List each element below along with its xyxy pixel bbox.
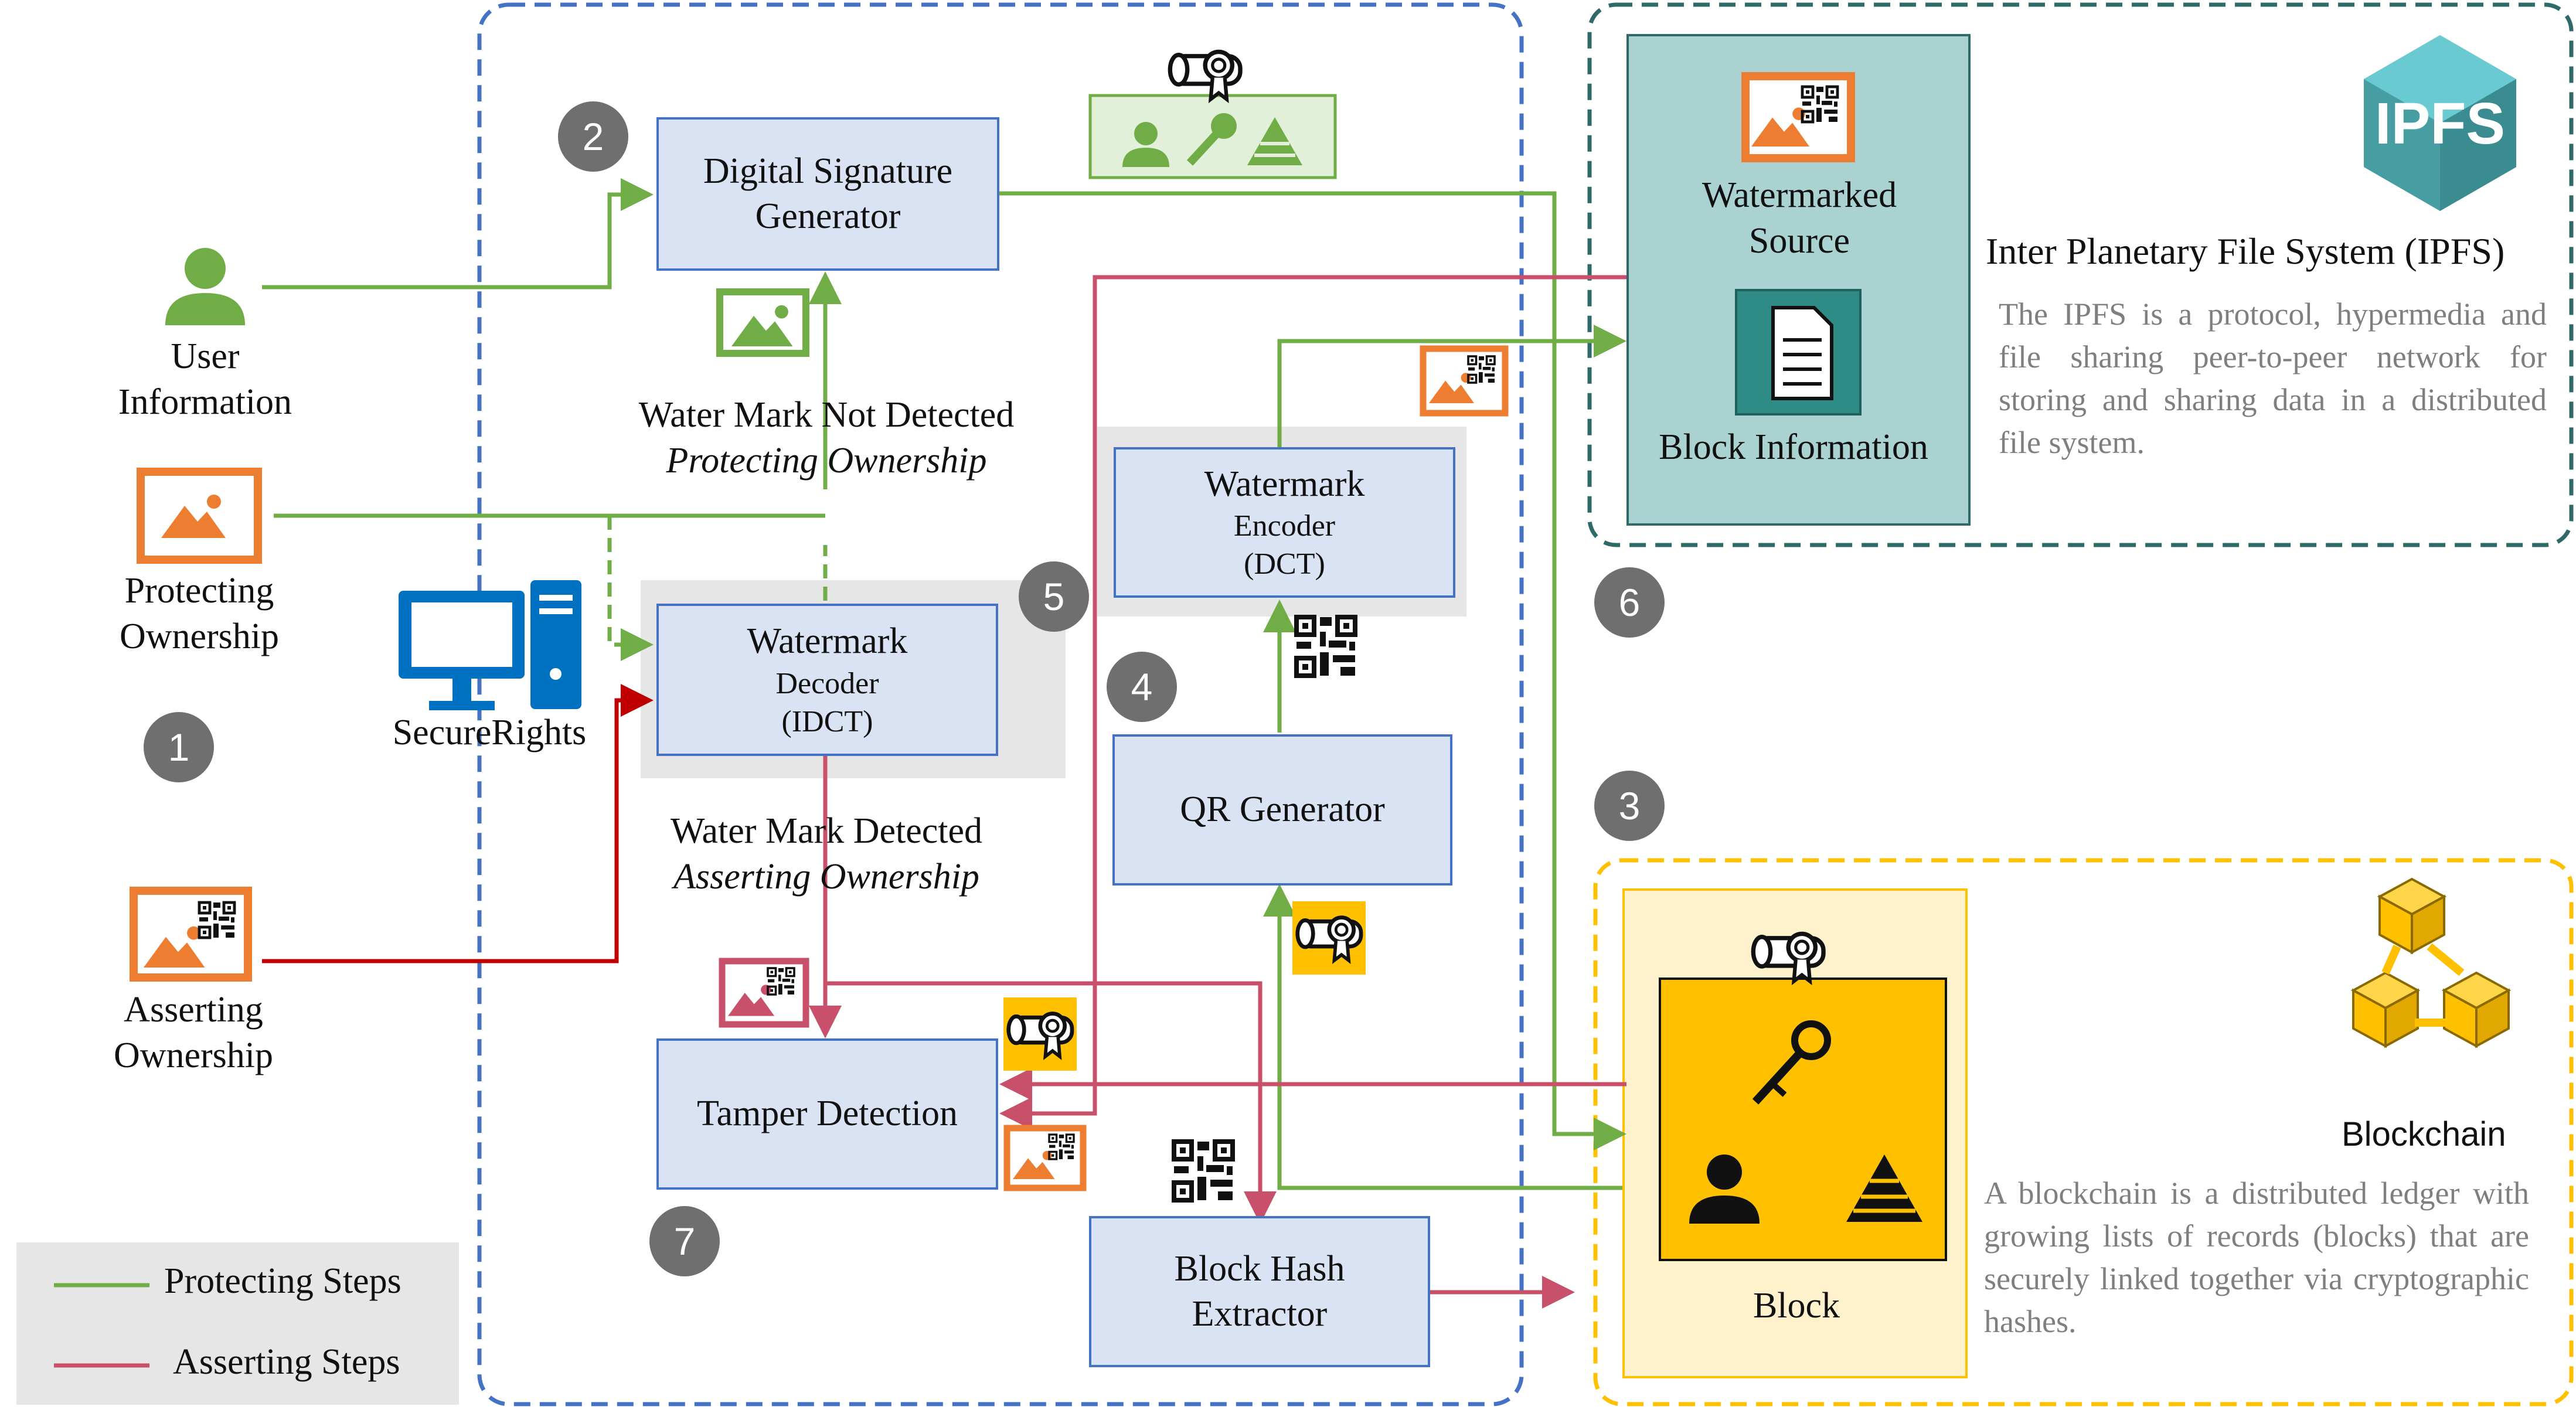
flow-user-to-signature <box>262 178 654 290</box>
step-7-badge: 7 <box>649 1206 720 1276</box>
green-image-icon <box>716 288 809 357</box>
flow-asserting-input <box>262 684 654 963</box>
step-3-badge: 3 <box>1594 771 1665 841</box>
qr-code-icon <box>1296 617 1355 676</box>
flow-to-hash-extractor <box>825 981 1277 1224</box>
key-icon <box>1752 1020 1831 1105</box>
flow-encoder-to-ipfs <box>1277 325 1626 447</box>
user-icon-block <box>1689 1154 1760 1224</box>
step-1-badge: 1 <box>144 712 214 782</box>
user-icon <box>165 248 245 325</box>
qr-generator-label: QR Generator <box>1180 789 1385 830</box>
blockchain-cubes-icon <box>2350 877 2512 1048</box>
watermark-encoder[interactable]: Watermark Encoder (DCT) <box>1114 447 1455 598</box>
tamper-detection[interactable]: Tamper Detection <box>656 1038 998 1190</box>
decoder-title: Watermark <box>747 621 908 662</box>
ipfs-logo-icon: IPFS <box>2364 35 2516 211</box>
encoder-sub: Encoder <box>1233 509 1336 543</box>
watermarked-image-icon <box>130 887 252 982</box>
digital-signature-generator[interactable]: Digital Signature Generator <box>656 117 999 271</box>
decoder-sub: Decoder <box>775 666 879 700</box>
block-label: Block <box>1753 1286 1840 1326</box>
tamper-image-icon <box>1003 1125 1087 1191</box>
flow-signature-to-block <box>999 191 1626 1150</box>
securerights-label: SecureRights <box>392 713 587 752</box>
legend-protecting-label: Protecting Steps <box>164 1261 401 1301</box>
step-5-badge: 5 <box>1019 561 1089 632</box>
decoder-note: (IDCT) <box>781 704 873 738</box>
ipfs-boundary <box>1587 2 2574 547</box>
qr-code-icon-extractor <box>1174 1142 1233 1200</box>
blockchain-title: Blockchain <box>2342 1115 2506 1153</box>
detected-label: Water Mark Detected <box>670 811 983 851</box>
ipfs-description: The IPFS is a protocol, hypermedia and f… <box>1999 297 2547 460</box>
encoder-title: Watermark <box>1204 464 1365 504</box>
ipfs-logo-text: IPFS <box>2375 91 2505 156</box>
detected-image-icon <box>719 958 809 1028</box>
signature-bundle-icon <box>1088 52 1337 179</box>
encoder-output-image-icon <box>1420 345 1509 417</box>
pyramid-icon <box>1846 1154 1922 1222</box>
block-information-label: Block Information <box>1659 427 1928 467</box>
image-icon <box>137 468 262 564</box>
computer-icon <box>399 580 581 710</box>
ipfs-title: Inter Planetary File System (IPFS) <box>1986 230 2505 272</box>
gold-certificate-icon <box>1292 901 1366 975</box>
user-information-label: User Information <box>118 336 292 422</box>
step-2-badge: 2 <box>558 101 628 172</box>
asserting-ownership-label: Asserting Ownership <box>113 990 274 1075</box>
tamper-certificate-icon <box>1003 997 1077 1071</box>
digital-signature-label: Digital Signature Generator <box>703 151 953 237</box>
block-hash-extractor[interactable]: Block Hash Extractor <box>1089 1216 1430 1367</box>
step-6-badge: 6 <box>1594 567 1665 638</box>
qr-generator[interactable]: QR Generator <box>1112 734 1452 885</box>
blockchain-description: A blockchain is a distributed ledger wit… <box>1984 1176 2529 1339</box>
watermarked-source-icon <box>1741 72 1855 162</box>
document-icon <box>1735 289 1862 415</box>
encoder-note: (DCT) <box>1244 547 1325 581</box>
not-detected-label: Water Mark Not Detected <box>638 395 1015 435</box>
asserting-italic-label: Asserting Ownership <box>673 857 979 897</box>
watermark-decoder[interactable]: Watermark Decoder (IDCT) <box>656 604 998 756</box>
legend-panel <box>16 1242 459 1405</box>
tamper-detection-label: Tamper Detection <box>697 1094 958 1134</box>
flow-block-to-qr <box>1263 884 1622 1190</box>
protecting-italic-label: Protecting Ownership <box>666 441 987 481</box>
flow-ipfs-to-tamper <box>999 275 1626 1130</box>
watermarked-source-label: Watermarked Source <box>1702 175 1897 261</box>
legend-asserting-label: Asserting Steps <box>173 1342 400 1382</box>
step-4-badge: 4 <box>1107 652 1177 722</box>
protecting-ownership-label: Protecting Ownership <box>119 571 280 656</box>
block-hash-label: Block Hash Extractor <box>1174 1248 1345 1334</box>
